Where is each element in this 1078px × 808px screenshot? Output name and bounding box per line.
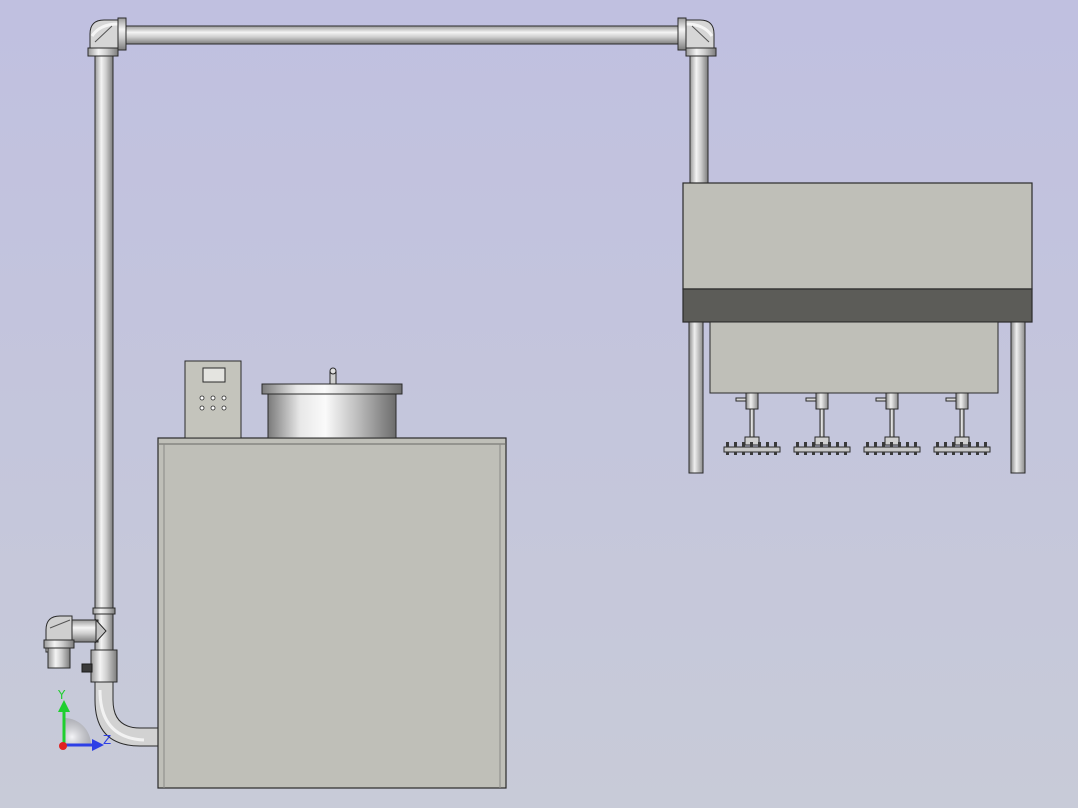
hood-leg-right — [1010, 321, 1026, 474]
pipe-run[interactable] — [87, 17, 717, 747]
pot-lid[interactable] — [261, 367, 403, 439]
side-valve[interactable] — [43, 615, 107, 673]
hood-band — [682, 288, 1033, 323]
hood-inner-box — [709, 321, 999, 394]
control-button[interactable] — [221, 395, 227, 401]
spray-nozzles — [723, 392, 991, 455]
axis-label-z: Z — [103, 733, 111, 747]
control-button[interactable] — [210, 395, 216, 401]
base-tank[interactable] — [157, 437, 507, 789]
control-panel-display — [202, 367, 226, 383]
tank-body — [157, 437, 507, 789]
spray-nozzle[interactable] — [933, 392, 991, 455]
upper-hood[interactable] — [682, 182, 1033, 474]
elbow-fitting-top-right — [677, 17, 717, 57]
spray-nozzle[interactable] — [793, 392, 851, 455]
control-button[interactable] — [221, 405, 227, 411]
hood-body — [682, 182, 1033, 290]
pipe-left-vertical — [94, 51, 114, 653]
elbow-fitting-top-left — [87, 17, 127, 57]
control-button[interactable] — [199, 395, 205, 401]
control-button[interactable] — [210, 405, 216, 411]
pipe-coupling — [92, 607, 116, 615]
pipe-right-vertical — [689, 51, 709, 185]
control-panel[interactable] — [184, 360, 242, 439]
control-button[interactable] — [199, 405, 205, 411]
coordinate-triad: Y Z — [57, 688, 111, 751]
axis-label-y: Y — [57, 688, 66, 702]
spray-nozzle[interactable] — [723, 392, 781, 455]
pipe-coupling-lower — [90, 649, 118, 683]
hood-leg-left — [688, 321, 704, 474]
spray-nozzle[interactable] — [863, 392, 921, 455]
pipe-top-horizontal — [119, 25, 683, 45]
control-panel-buttons — [199, 395, 227, 411]
